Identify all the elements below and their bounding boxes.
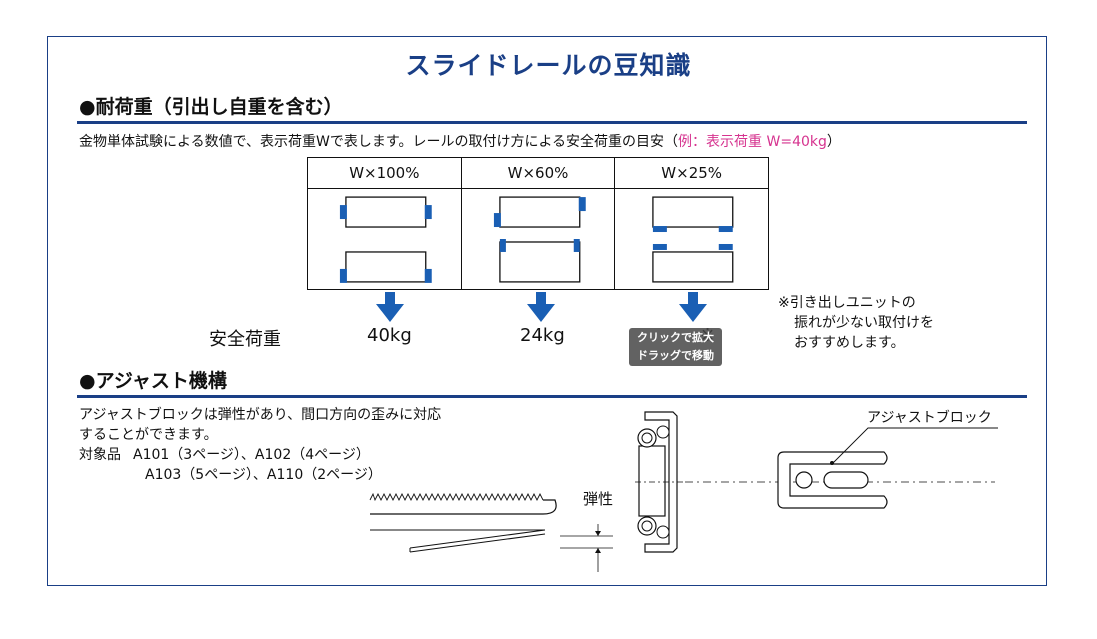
safe-load-value: 40kg [367,325,412,346]
load-column-header: W×100% [308,158,461,189]
block-leader-line [831,427,998,465]
center-line [685,481,995,483]
load-column: W×60% [461,158,616,289]
load-table: W×100% W×60% W×25% [307,157,769,290]
section-heading-adjust: ●アジャスト機構 [79,370,227,392]
load-example: 例：表示荷重 W=40kg [678,134,827,150]
rail-diagram-25 [652,196,734,283]
load-column-header: W×60% [461,158,615,189]
down-arrow-icon [376,292,404,322]
page-title: スライドレールの豆知識 [405,51,692,80]
elasticity-label: 弾性 [583,490,614,508]
content-frame [47,36,1047,586]
mounting-note: ※引き出しユニットの 振れが少ない取付けを おすすめします。 [778,295,934,351]
load-column: W×25% [615,158,769,289]
section-heading-load: ●耐荷重（引出し自重を含む） [79,96,343,118]
safe-load-value: 24kg [520,325,565,346]
adjust-block-label: アジャストブロック [867,410,992,426]
elasticity-diagram [369,492,613,572]
section-rule [77,395,1027,398]
load-description: 金物単体試験による数値で、表示荷重Wで表します。レールの取付け方による安全荷重の… [79,134,841,150]
safe-load-label: 安全荷重 [209,329,281,350]
down-arrow-icon [679,292,707,322]
zoom-tooltip[interactable]: クリックで拡大 ドラッグで移動 [629,328,722,366]
down-arrow-icon [527,292,555,322]
load-column-header: W×25% [615,158,769,189]
section-rule [77,121,1027,124]
rail-diagram-60 [493,196,586,283]
adjust-description: アジャストブロックは弾性があり、間口方向の歪みに対応 することができます。 対象… [79,407,442,483]
load-column: W×100% [308,158,462,289]
rail-diagram-100 [339,196,432,283]
rail-cross-section [635,411,683,553]
